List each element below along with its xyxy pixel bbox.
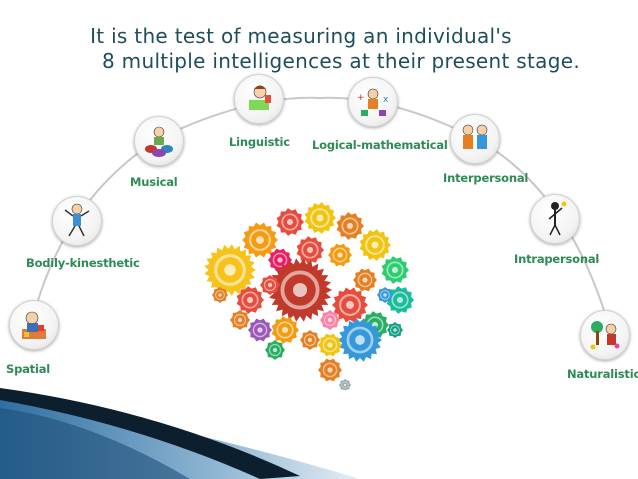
label-naturalistic: Naturalistic [567,367,638,381]
gear-icon [387,322,403,338]
gear-icon [236,286,264,314]
gear-icon [276,208,304,236]
label-intrapersonal: Intrapersonal [514,252,600,266]
node-intrapersonal [530,194,580,244]
gear-icon [212,287,228,303]
gear-icon [320,310,340,330]
gear-icon [300,330,320,350]
label-interpersonal: Interpersonal [443,171,529,185]
node-linguistic [234,74,284,124]
gear-icon [248,318,272,342]
node-bodily-kinesthetic [52,196,102,246]
nature-child-icon [590,321,620,350]
gear-icon [271,316,299,344]
gear-icon [332,287,368,323]
gear-icon [204,244,256,296]
label-spatial: Spatial [6,362,51,376]
node-musical [134,116,184,166]
math-child-icon: + x [357,88,389,116]
gear-icon [265,340,285,360]
gear-icon [359,229,391,261]
gear-icon [268,248,292,272]
title-line-1: It is the test of measuring an individua… [90,24,512,48]
label-bodily-kinesthetic: Bodily-kinesthetic [26,256,140,270]
gear-icon [377,287,393,303]
reading-child-icon [249,85,271,110]
svg-text:x: x [383,95,389,105]
gear-icon [260,275,280,295]
drummer-child-icon [145,126,173,157]
title-line-2: 8 multiple intelligences at their presen… [102,49,580,73]
thinking-figure-icon [548,201,567,236]
gear-brain-illustration [204,202,414,390]
spatial-child-icon [22,311,46,339]
node-logical-mathematical: + x [348,77,398,127]
gear-icon [336,212,364,240]
gear-icon [242,222,278,258]
gear-icon [318,358,342,382]
gear-icon [381,256,409,284]
label-linguistic: Linguistic [229,135,290,149]
label-logical-mathematical: Logical-mathematical [312,138,448,152]
label-musical: Musical [130,175,178,189]
two-children-icon [462,124,488,149]
node-spatial [9,300,59,350]
gear-icon [296,236,324,264]
gear-icon [230,310,250,330]
gear-icon [328,243,352,267]
gear-icon [268,258,332,322]
gear-icon [353,268,377,292]
gear-icon [304,202,336,234]
gear-icon [386,286,414,314]
gear-icon [318,333,342,357]
gear-icon [339,379,351,390]
node-naturalistic [580,310,630,360]
node-interpersonal [450,114,500,164]
dancing-child-icon [64,203,90,237]
svg-text:+: + [357,93,365,103]
gear-icon [338,318,382,362]
